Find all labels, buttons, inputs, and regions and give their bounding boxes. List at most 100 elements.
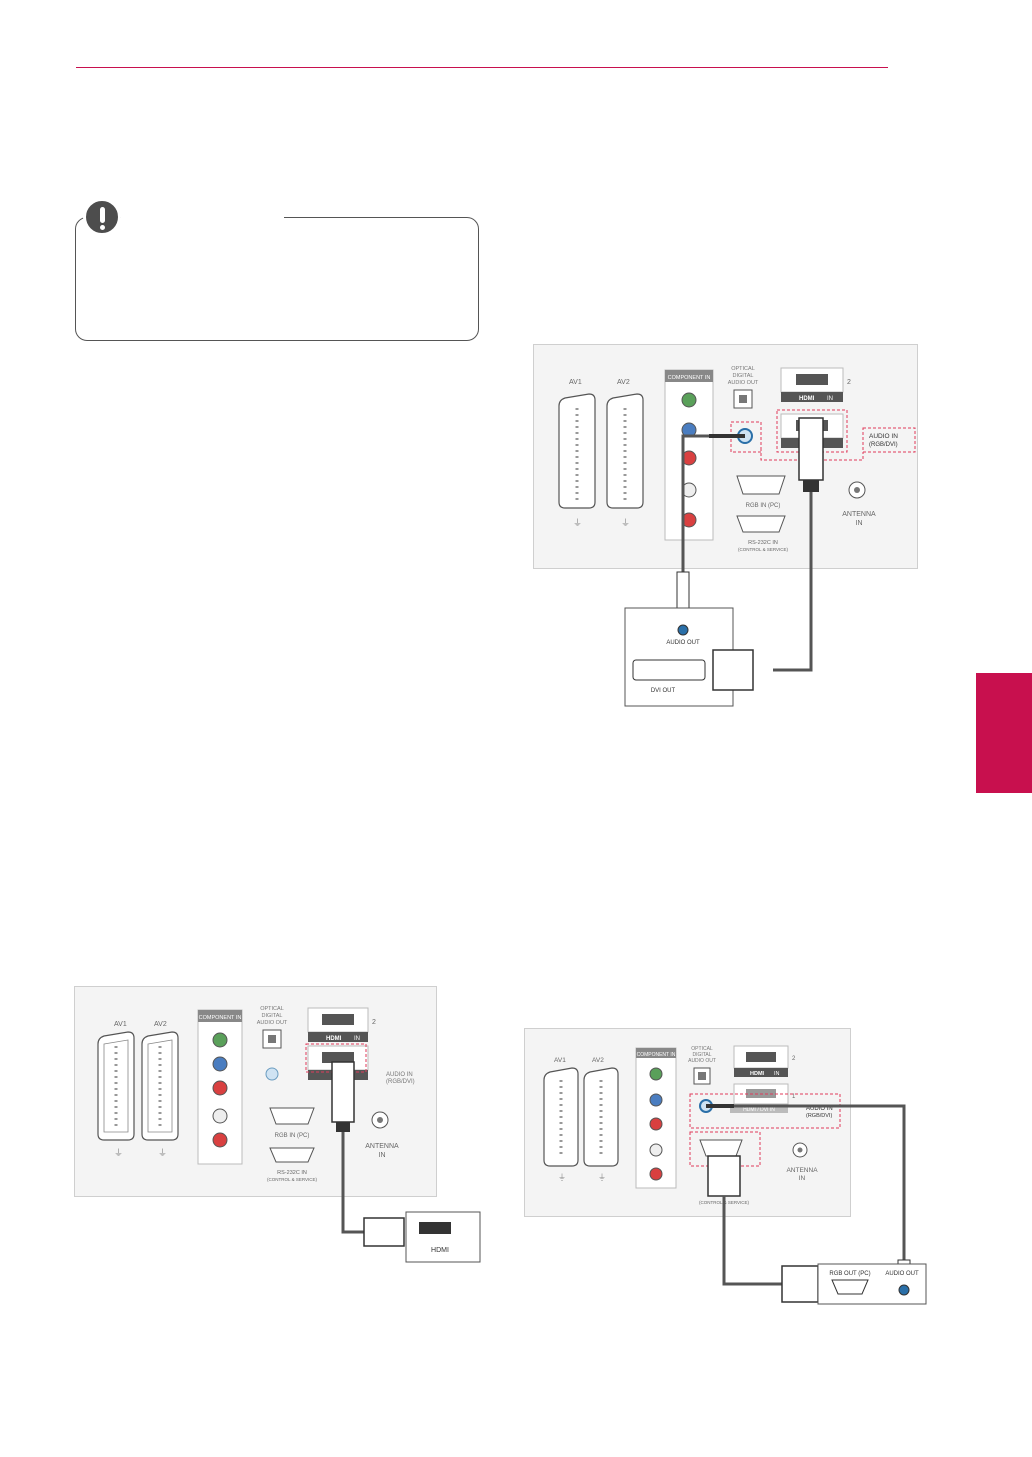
jack-pb: [649, 1093, 663, 1107]
av2-label: AV2: [154, 1021, 167, 1028]
scart-av2: [606, 393, 644, 509]
component-header: [665, 370, 713, 382]
hdmi-cable: [341, 1132, 364, 1234]
audio-in-label: AUDIO IN: [869, 433, 898, 440]
antenna-sub: IN: [799, 1175, 806, 1182]
port-2-label: 2: [847, 379, 851, 386]
audio-in-jack: [265, 1067, 279, 1081]
hdmi-in-bar: [734, 1068, 788, 1077]
hdmi-in-label: IN: [827, 396, 833, 402]
rs232-label: RS-232C IN: [748, 540, 778, 546]
antenna-pin: [377, 1117, 383, 1123]
rgb-in-label: RGB IN (PC): [746, 503, 781, 509]
optical-port-inner: [268, 1035, 276, 1043]
chapter-tab: [976, 673, 1032, 793]
scart-av2: [141, 1031, 179, 1141]
av1-label: AV1: [554, 1057, 566, 1064]
scart-av1: [97, 1031, 135, 1141]
av2-label: AV2: [592, 1057, 604, 1064]
diagram-dvi-connection: AV1 AV2 ⏚ ⏚ COMPONENT IN OPTICAL DIGITAL…: [533, 344, 919, 708]
av1-label: AV1: [569, 379, 582, 386]
port-2-label: 2: [372, 1019, 376, 1026]
jack-y: [681, 392, 697, 408]
highlight-audio-label: [862, 427, 916, 453]
audio-in-label: AUDIO IN: [386, 1072, 413, 1078]
audio-in-sub: (RGB/DVI): [869, 442, 898, 448]
optical-label-1: OPTICAL: [260, 1006, 284, 1012]
hdmi-cable-end: [363, 1217, 405, 1247]
antenna-label: ANTENNA: [842, 511, 876, 518]
hdmi-socket-2: [796, 374, 828, 385]
antenna-sub: IN: [856, 520, 863, 527]
highlight-audio-row: [689, 1093, 841, 1129]
pc-dvi-port: [632, 659, 706, 681]
hdmi-socket-2: [322, 1014, 354, 1025]
optical-port-inner: [739, 395, 747, 403]
scart-icon: ⏚: [558, 1173, 566, 1182]
hdmi-plug: [331, 1061, 355, 1123]
component-header: [198, 1010, 242, 1022]
antenna-pin: [797, 1147, 803, 1153]
jack-audio-r: [212, 1132, 228, 1148]
antenna-pin: [854, 487, 860, 493]
component-header: [636, 1048, 676, 1058]
optical-label-2: DIGITAL: [262, 1013, 283, 1019]
jack-pb: [212, 1056, 228, 1072]
av2-label: AV2: [617, 379, 630, 386]
pc-audio-out-label: AUDIO OUT: [885, 1271, 919, 1277]
rgb-in-port: [736, 475, 786, 495]
rs232-sub: (CONTROL & SERVICE): [267, 1177, 318, 1182]
jack-audio-r: [649, 1167, 663, 1181]
scart-icon: ⏚: [573, 518, 582, 528]
hdmi-dvi-in-label: HDMI / DVI IN: [743, 1107, 775, 1113]
optical-label-3: AUDIO OUT: [688, 1058, 716, 1064]
pc-audio-out-jack: [898, 1284, 910, 1296]
antenna-label: ANTENNA: [365, 1143, 399, 1150]
hdmi-dvi-cable: [773, 492, 813, 672]
rgb-in-port: [269, 1107, 315, 1125]
hdmi-plug: [798, 417, 824, 481]
port-2-label: 2: [792, 1056, 796, 1062]
hdmi-logo: HDMI: [326, 1036, 342, 1042]
jack-y: [212, 1032, 228, 1048]
component-in-label: COMPONENT IN: [668, 375, 711, 381]
device-hdmi-label: HDMI: [431, 1247, 449, 1254]
tv-panel: [533, 344, 918, 569]
jack-pr: [649, 1117, 663, 1131]
hdmi-plug-neck: [336, 1122, 350, 1132]
component-in-label: COMPONENT IN: [637, 1052, 676, 1058]
optical-label-2: DIGITAL: [733, 373, 754, 379]
scart-av1: [558, 393, 596, 509]
scart-icon-2: ⏚: [158, 1148, 167, 1158]
note-icon: [83, 198, 121, 236]
tv-panel: [524, 1028, 851, 1217]
scart-icon-2: ⏚: [621, 518, 630, 528]
pc-dvi-out-label: DVI OUT: [651, 688, 676, 694]
optical-label-1: OPTICAL: [691, 1046, 713, 1052]
scart-icon: ⏚: [114, 1148, 123, 1158]
pc-rgb-port: [831, 1279, 869, 1295]
jack-y: [649, 1067, 663, 1081]
rgb-plug: [707, 1155, 741, 1197]
hdmi-logo: HDMI: [799, 396, 815, 402]
hdmi-dvi-in-bar: [730, 1104, 788, 1113]
audio-in-label: AUDIO IN: [806, 1106, 833, 1112]
rs232-label: RS-232C IN: [277, 1170, 307, 1176]
antenna-label: ANTENNA: [786, 1167, 818, 1174]
audio-plug: [676, 571, 690, 613]
rgb-in-label: RGB IN (PC): [275, 1133, 310, 1139]
optical-label-1: OPTICAL: [731, 366, 755, 372]
rs232-port: [736, 515, 786, 533]
scart-av2: [583, 1067, 619, 1167]
pc-rgb-out-label: RGB OUT (PC): [829, 1271, 870, 1277]
port-1-label: 1: [792, 1094, 796, 1100]
jack-audio-l: [649, 1143, 663, 1157]
audio-cable: [734, 1104, 906, 1264]
scart-av1: [543, 1067, 579, 1167]
hdmi-plug-neck: [803, 480, 819, 492]
hdmi-socket-1: [322, 1052, 354, 1063]
top-rule: [76, 67, 888, 68]
audio-in-sub: (RGB/DVI): [386, 1079, 415, 1085]
rs232-port: [269, 1147, 315, 1163]
pc-audio-out-label: AUDIO OUT: [666, 640, 700, 646]
